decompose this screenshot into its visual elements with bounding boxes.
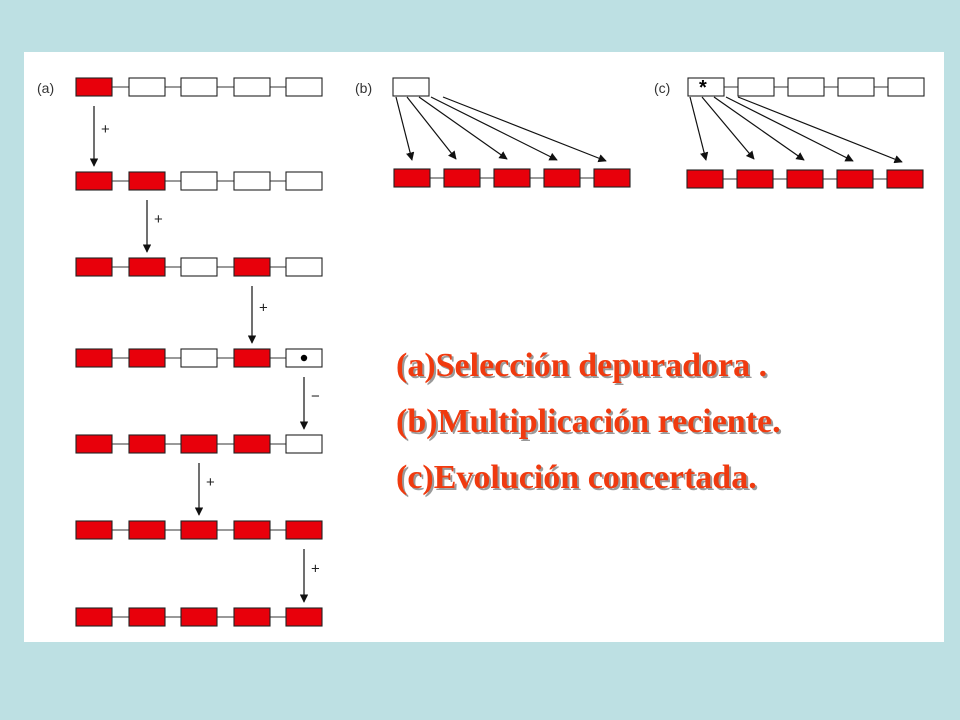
- gene-box-empty: [180, 171, 218, 191]
- gain-sign: +: [259, 300, 268, 317]
- panel-a-row-2: [75, 171, 323, 191]
- duplication-arrow: [430, 96, 558, 161]
- duplication-arrow: [406, 96, 457, 160]
- source-gene-box: [392, 77, 430, 97]
- gene-box-empty: [233, 171, 271, 191]
- figure-panel: (a) (b) (c) + + + − + + * (a)Selección depura…: [24, 52, 944, 642]
- gene-box-filled: [233, 434, 271, 454]
- panel-a-row-3: [75, 257, 323, 277]
- gain-sign: +: [101, 121, 110, 138]
- panel-b-label: (b): [355, 80, 372, 96]
- gene-box-empty: [180, 348, 218, 368]
- copy-gene-box: [593, 168, 631, 188]
- gene-box-filled: [180, 607, 218, 627]
- gene-box-empty: [233, 77, 271, 97]
- gene-box-empty: [285, 171, 323, 191]
- copy-gene-box: [686, 169, 724, 189]
- gene-box-filled: [75, 520, 113, 540]
- duplication-arrow: [418, 96, 508, 160]
- gain-sign: +: [311, 561, 320, 578]
- panel-a-selection: + + + − + +: [75, 77, 323, 627]
- copy-gene-box: [493, 168, 531, 188]
- gene-box-empty: [285, 77, 323, 97]
- source-gene-box: [837, 77, 875, 97]
- gene-box-empty: [285, 257, 323, 277]
- panel-a-label: (a): [37, 80, 54, 96]
- copy-gene-box: [836, 169, 874, 189]
- gene-box-empty: [180, 257, 218, 277]
- panel-a-row-1: [75, 77, 323, 97]
- gene-box-filled: [285, 607, 323, 627]
- source-gene-box: [737, 77, 775, 97]
- gene-box-filled: [233, 348, 271, 368]
- gain-sign: +: [206, 474, 215, 491]
- gene-box-filled: [75, 257, 113, 277]
- gene-box-filled: [75, 348, 113, 368]
- panel-c-label: (c): [654, 80, 670, 96]
- gene-box-empty: [285, 434, 323, 454]
- conversion-arrow: [689, 96, 709, 161]
- conversion-arrow: [725, 96, 854, 162]
- copy-gene-box: [393, 168, 431, 188]
- gene-box-filled: [128, 607, 166, 627]
- gene-box-filled: [285, 520, 323, 540]
- gene-box-empty: [180, 77, 218, 97]
- gene-box-filled: [75, 77, 113, 97]
- gene-box-empty: [128, 77, 166, 97]
- legend-item-c: (c)Evolución concertada.: [396, 459, 757, 496]
- gene-box-filled: [180, 520, 218, 540]
- gene-box-filled: [75, 607, 113, 627]
- gene-box-filled: [233, 607, 271, 627]
- gene-box-filled: [75, 171, 113, 191]
- copy-gene-box: [886, 169, 924, 189]
- gene-box-filled: [128, 171, 166, 191]
- gene-box-filled: [180, 434, 218, 454]
- duplication-arrow: [442, 96, 607, 163]
- panel-a-row-7: [75, 607, 323, 627]
- copy-gene-box: [543, 168, 581, 188]
- panel-a-row-5: [75, 434, 323, 454]
- legend-item-a: (a)Selección depuradora .: [396, 347, 768, 384]
- gene-box-filled: [128, 520, 166, 540]
- copy-gene-box: [736, 169, 774, 189]
- conversion-arrow: [737, 96, 903, 164]
- gene-box-filled: [233, 520, 271, 540]
- copy-gene-box: [786, 169, 824, 189]
- gene-family-diagram: (a) (b) (c) + + + − + + *: [37, 77, 925, 627]
- gene-box-filled: [75, 434, 113, 454]
- legend-item-b: (b)Multiplicación reciente.: [396, 403, 781, 440]
- loss-sign: −: [311, 388, 320, 405]
- gene-box-filled: [128, 257, 166, 277]
- legend: (a)Selección depuradora . (b)Multiplicac…: [396, 338, 781, 506]
- gene-box-filled: [128, 434, 166, 454]
- panel-a-row-6: [75, 520, 323, 540]
- conversion-arrow: [701, 96, 755, 160]
- panel-a-row-4: [75, 348, 323, 368]
- panel-c-concerted: *: [686, 77, 925, 189]
- conversion-arrow: [713, 96, 805, 161]
- source-gene-box: [687, 77, 725, 97]
- source-gene-box: [887, 77, 925, 97]
- panel-b-multiplication: [392, 77, 631, 188]
- marked-dot-icon: [300, 354, 308, 362]
- gene-box-filled: [128, 348, 166, 368]
- asterisk-icon: *: [699, 77, 707, 99]
- copy-gene-box: [443, 168, 481, 188]
- gene-box-filled: [233, 257, 271, 277]
- source-gene-box: [787, 77, 825, 97]
- gain-sign: +: [154, 211, 163, 228]
- duplication-arrow: [395, 96, 415, 161]
